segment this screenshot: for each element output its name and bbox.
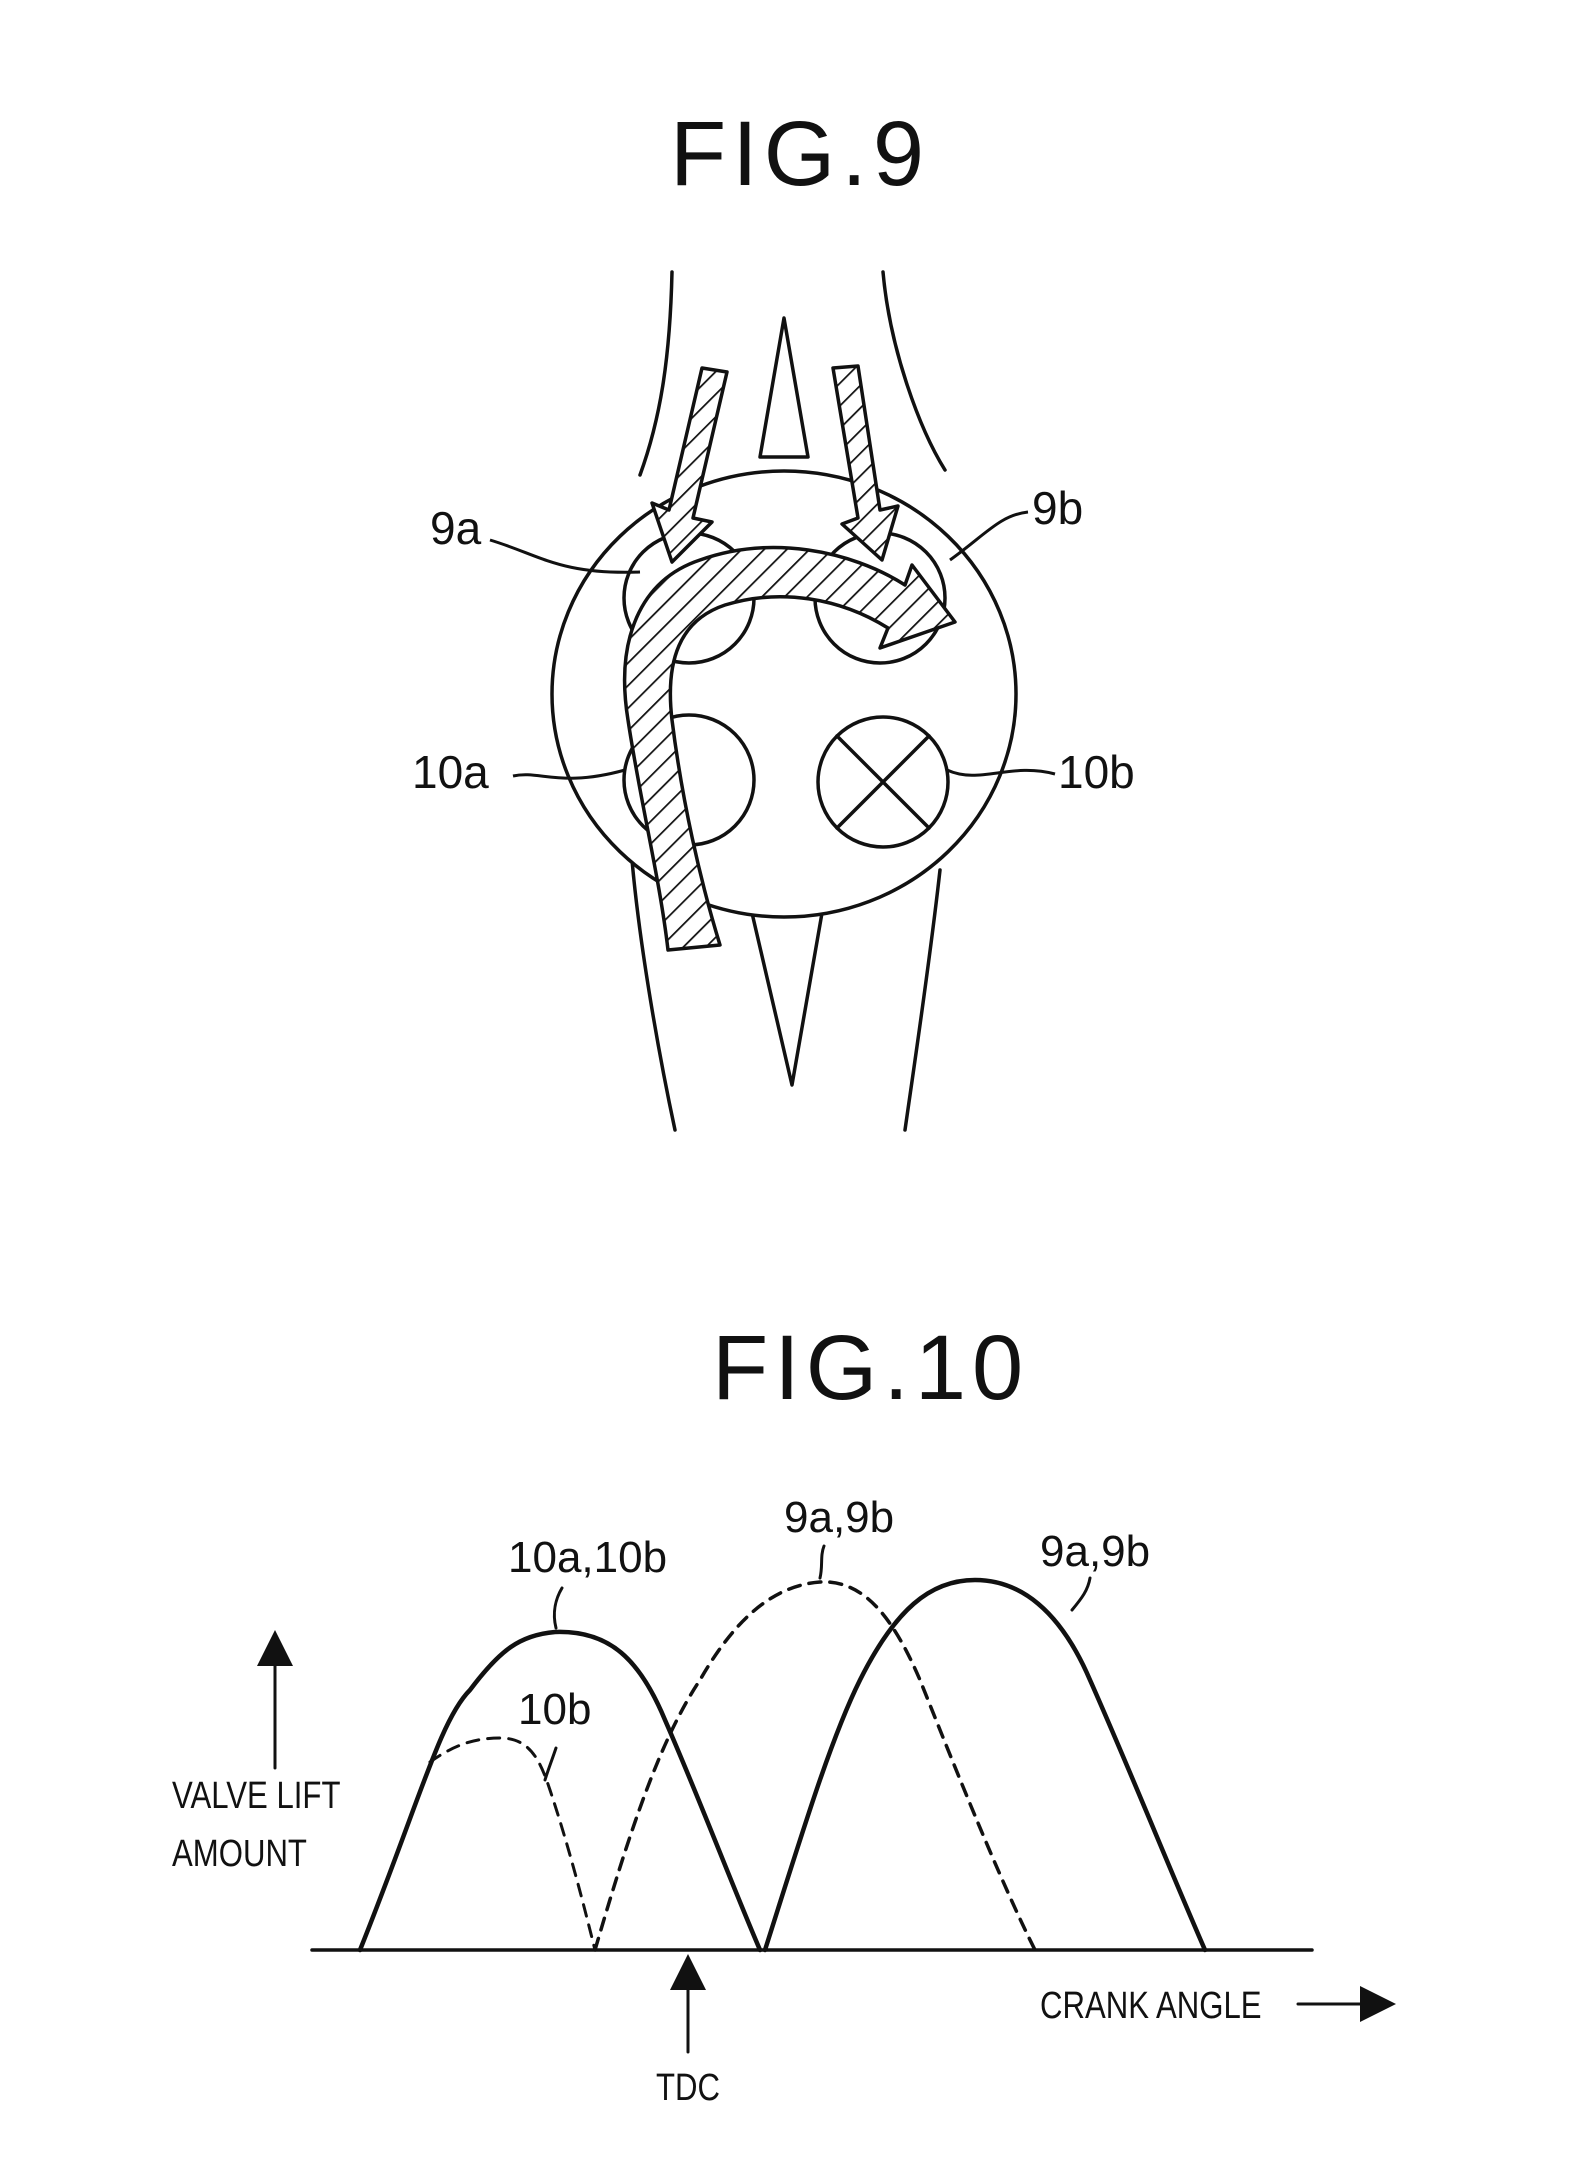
label-9a-9b-dashed: 9a,9b <box>784 1493 894 1542</box>
leader-intake-solid <box>1072 1578 1090 1610</box>
x-axis-label: CRANK ANGLE <box>1040 1985 1262 2027</box>
cylinder-bore <box>552 471 1016 917</box>
y-axis-label-line2: AMOUNT <box>172 1833 307 1875</box>
curve-intake-solid <box>765 1580 1205 1950</box>
curve-exhaust-10b-dashed <box>430 1738 595 1950</box>
fig10-labels: 10a,10b 10b 9a,9b 9a,9b VALVE LIFT AMOUN… <box>172 1493 1262 2109</box>
label-10b-dashed: 10b <box>518 1685 591 1734</box>
label-10b: 10b <box>1058 746 1135 798</box>
leader-9b <box>950 512 1028 560</box>
intake-port-left-wall <box>640 272 672 475</box>
label-10a-10b: 10a,10b <box>508 1533 667 1582</box>
leader-intake-dashed <box>820 1546 824 1578</box>
leader-10b-dashed <box>545 1748 556 1780</box>
port-divider-upper <box>760 318 808 457</box>
label-10a: 10a <box>412 746 489 798</box>
curve-intake-dashed <box>595 1582 1035 1950</box>
label-9b: 9b <box>1032 482 1083 534</box>
fig9-diagram <box>552 272 1016 1130</box>
fig10-chart <box>275 1546 1378 2052</box>
curve-exhaust-10a-10b <box>360 1632 760 1950</box>
y-axis-label-line1: VALVE LIFT <box>172 1775 340 1817</box>
port-divider-lower <box>752 913 822 1085</box>
label-9a-9b-solid: 9a,9b <box>1040 1527 1150 1576</box>
leader-10a-10b <box>554 1588 562 1628</box>
exhaust-port-right-wall <box>905 870 940 1130</box>
label-9a: 9a <box>430 502 482 554</box>
intake-port-right-wall <box>883 272 945 470</box>
tdc-label: TDC <box>656 2067 720 2109</box>
